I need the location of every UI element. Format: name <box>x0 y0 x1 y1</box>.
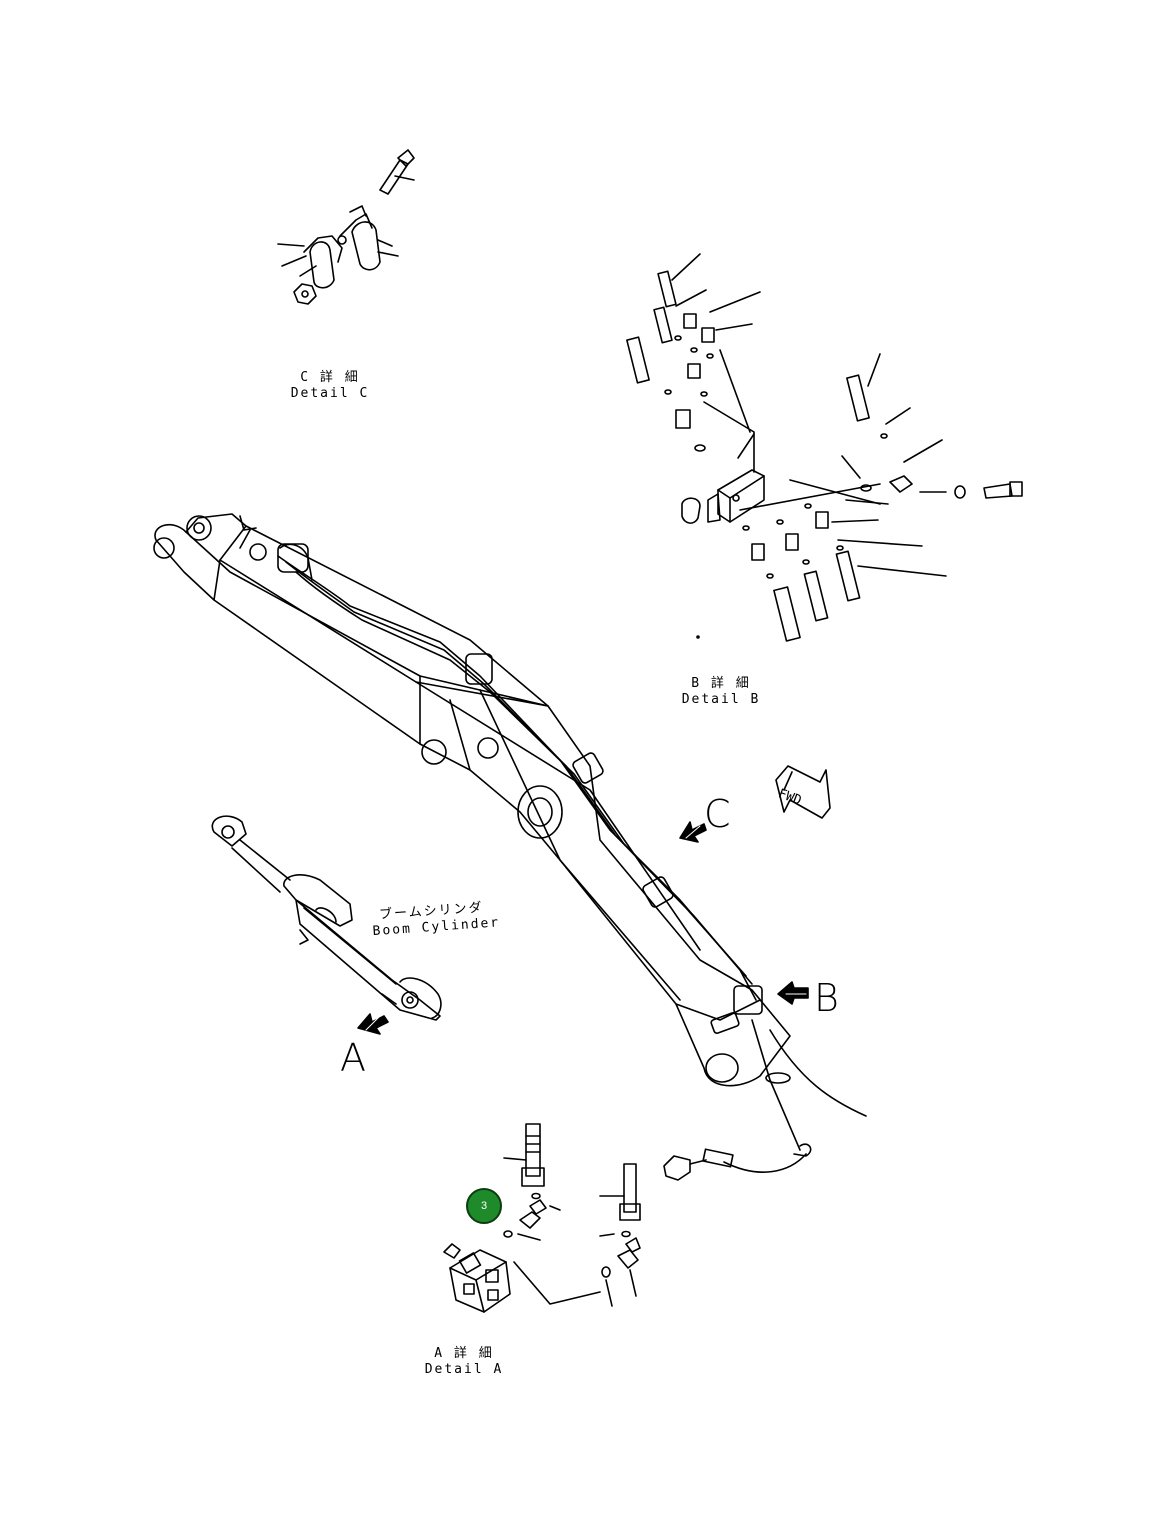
detail-a-label-en: Detail A <box>424 1362 504 1377</box>
detail-a-label-jp: A 詳 細 <box>434 1346 494 1361</box>
detail-b-bolts-bottom <box>696 499 947 642</box>
view-label-b: B <box>814 976 839 1020</box>
detail-b-label-en: Detail B <box>681 692 761 707</box>
detail-c-bolt <box>379 149 415 195</box>
detail-a-manifold-assembly <box>443 1123 641 1313</box>
detail-c-clamp-right <box>339 205 399 271</box>
view-arrow-a <box>357 1013 389 1035</box>
detail-a-label: A 詳 細 Detail A <box>424 1346 504 1378</box>
detail-c-label-en: Detail C <box>290 386 370 401</box>
boom-structure <box>153 513 791 1087</box>
detail-a-bolt-right <box>599 1163 641 1221</box>
detail-b-label-jp: B 詳 細 <box>691 676 751 691</box>
detail-c-nut <box>293 283 317 305</box>
fwd-arrow <box>775 765 831 819</box>
detail-c-clamp-assembly <box>277 149 415 305</box>
detail-b-side-parts <box>739 455 1023 511</box>
view-label-a: A <box>340 1036 366 1080</box>
sensor-connector <box>663 1148 734 1181</box>
boom-hydraulic-lines <box>277 543 867 1173</box>
view-label-c: C <box>704 792 731 836</box>
boom-cylinder <box>211 815 442 1021</box>
detail-c-label: C 詳 細 Detail C <box>290 370 370 402</box>
detail-c-label-jp: C 詳 細 <box>300 370 360 385</box>
view-arrow-b <box>777 981 809 1005</box>
detail-b-block <box>681 349 765 524</box>
detail-b-small-fittings <box>664 313 888 492</box>
detail-a-fittings <box>503 1192 641 1307</box>
detail-b-fitting-assembly <box>626 253 1023 642</box>
part-number-marker[interactable]: 3 <box>466 1188 502 1224</box>
detail-a-manifold-block <box>443 1243 511 1313</box>
detail-b-label: B 詳 細 Detail B <box>676 676 766 708</box>
view-arrow-c <box>679 821 707 843</box>
part-number-marker-text: 3 <box>480 1200 488 1212</box>
detail-a-bolt-left <box>503 1123 545 1187</box>
detail-b-bolts-top <box>626 253 943 463</box>
detail-c-clamp-left <box>277 235 347 289</box>
